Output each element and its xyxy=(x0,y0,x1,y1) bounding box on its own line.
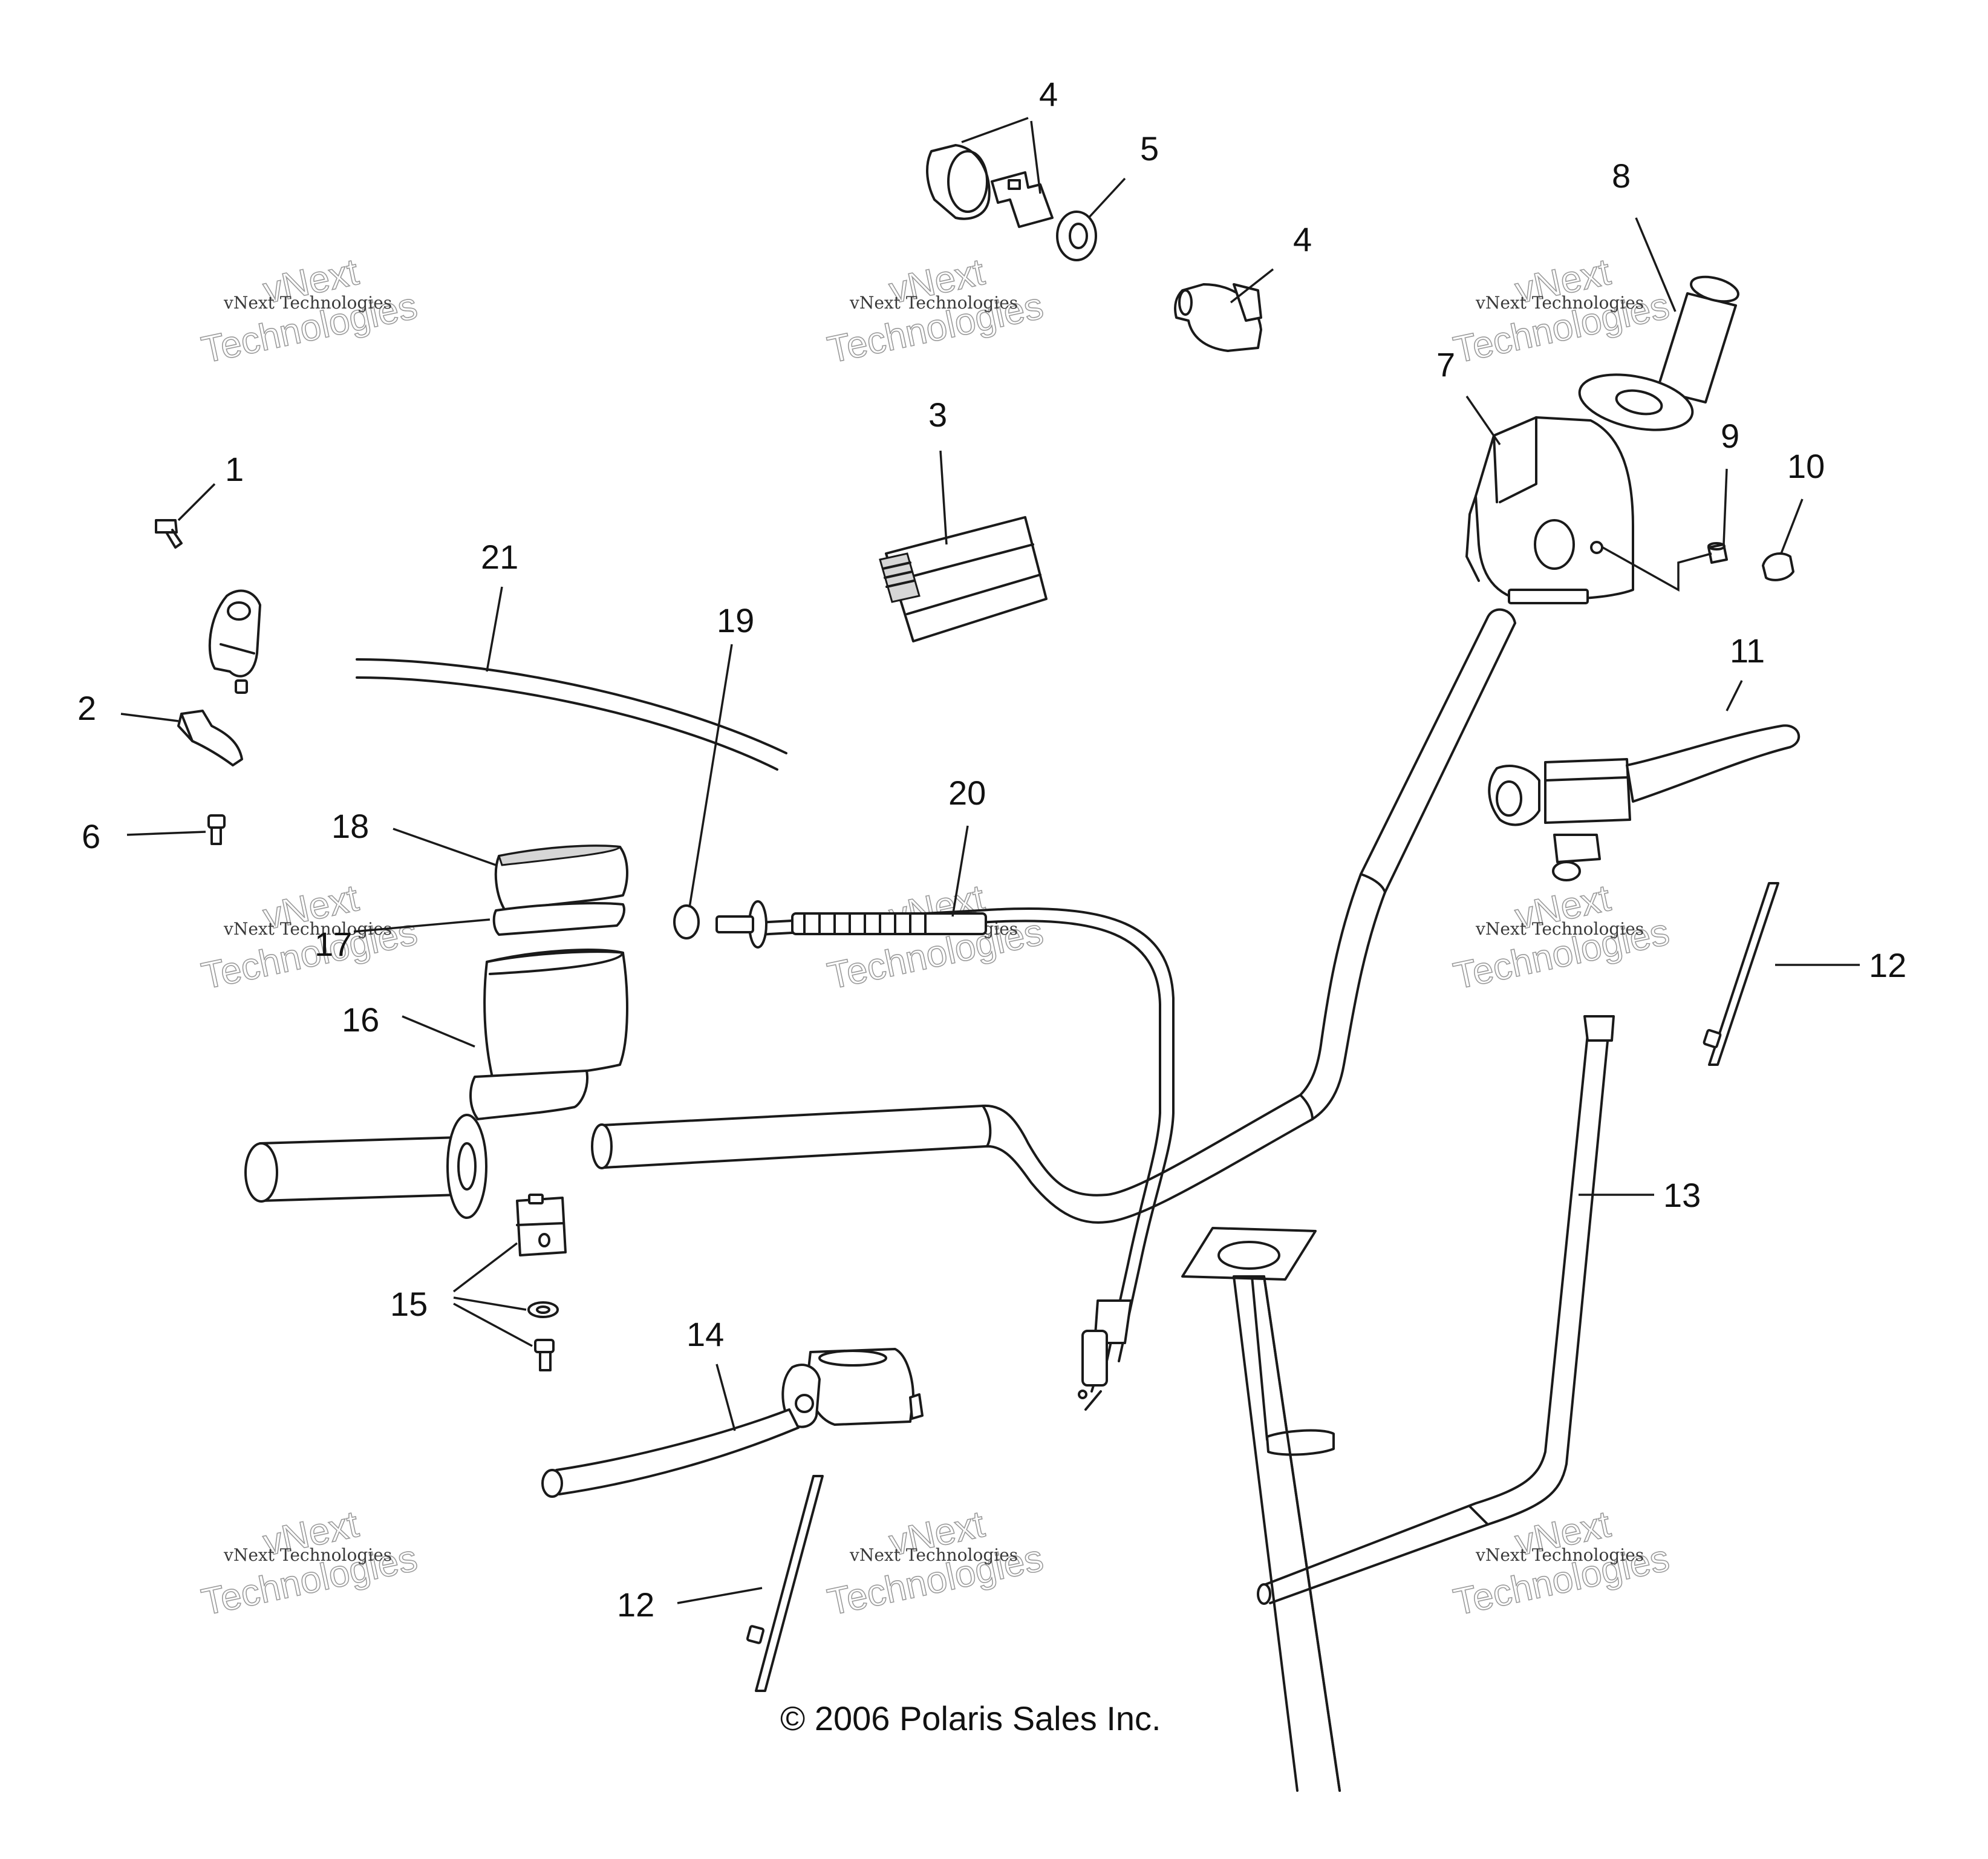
callout-17: 17 xyxy=(314,925,352,963)
part-5-nut xyxy=(1056,211,1097,261)
callout-19: 19 xyxy=(717,601,754,639)
watermark-text: vNext Technologies xyxy=(223,919,392,939)
callout-11: 11 xyxy=(1730,632,1765,670)
callout-20: 20 xyxy=(948,774,986,812)
part-14-brake-lever xyxy=(541,1348,924,1498)
callout-12-right: 12 xyxy=(1869,946,1906,984)
handlebar xyxy=(591,608,1516,1224)
callout-21: 21 xyxy=(481,538,518,576)
callout-15: 15 xyxy=(390,1285,428,1323)
callout-3: 3 xyxy=(928,396,947,434)
part-18-reservoir-cap xyxy=(494,845,628,912)
callout-1: 1 xyxy=(225,450,244,488)
part-11-lever xyxy=(1488,724,1801,881)
part-2-bracket xyxy=(177,710,243,766)
callout-5: 5 xyxy=(1140,129,1159,168)
part-12-cable-tie-right xyxy=(1703,882,1779,1066)
callout-14: 14 xyxy=(686,1315,724,1353)
cable-21 xyxy=(356,658,787,771)
part-1-screw xyxy=(155,519,183,549)
watermark-text: vNext Technologies xyxy=(1475,293,1644,313)
cable-13 xyxy=(1257,1015,1615,1605)
part-17-diaphragm xyxy=(492,902,625,936)
callout-8: 8 xyxy=(1612,157,1631,195)
copyright-notice: © 2006 Polaris Sales Inc. xyxy=(780,1699,1161,1737)
watermark-text: vNext Technologies xyxy=(223,293,392,313)
leader-lines xyxy=(120,117,1860,1604)
part-8-right-grip xyxy=(1578,275,1739,431)
part-16-reservoir xyxy=(469,949,628,1120)
callout-18: 18 xyxy=(331,807,369,845)
watermark-text: vNext Technologies xyxy=(1475,919,1644,939)
callout-12-left: 12 xyxy=(617,1586,654,1624)
part-10-cap xyxy=(1762,552,1794,581)
callout-13: 13 xyxy=(1663,1176,1701,1214)
callout-6: 6 xyxy=(82,817,100,855)
watermark-text: vNext Technologies xyxy=(849,293,1018,313)
watermark-text: vNext Technologies xyxy=(223,1545,392,1565)
part-19-o-ring xyxy=(673,904,700,939)
callout-9: 9 xyxy=(1721,417,1739,455)
watermark-mid-right: Technologies vNext vNext Technologies xyxy=(1450,877,1674,998)
part-7-throttle-housing xyxy=(1465,416,1634,604)
part-15-clamp-block xyxy=(516,1194,567,1371)
part-4-key xyxy=(991,171,1054,228)
part-6-screw xyxy=(207,814,226,845)
callout-4-upper: 4 xyxy=(1039,75,1058,113)
callout-16: 16 xyxy=(342,1001,379,1039)
part-4-ignition-switch xyxy=(926,144,991,220)
part-clamp xyxy=(208,589,261,694)
watermark-top-left: Technologies vNext vNext Technologies xyxy=(198,250,422,371)
callout-4-lower: 4 xyxy=(1293,220,1312,258)
watermark-bottom-left: Technologies vNext vNext Technologies xyxy=(198,1503,422,1624)
watermark-text: vNext Technologies xyxy=(849,1545,1018,1565)
part-4-switch-lower xyxy=(1174,283,1262,352)
throttle-cable xyxy=(715,900,1175,1411)
part-3-switch xyxy=(879,516,1048,642)
callout-2: 2 xyxy=(77,689,96,727)
steering-post xyxy=(1181,1227,1341,1792)
watermark-mid-left: Technologies vNext vNext Technologies xyxy=(198,877,422,998)
watermark-text: vNext Technologies xyxy=(1475,1545,1644,1565)
callouts: 1 2 3 4 4 5 6 7 8 9 10 11 12 12 13 14 15… xyxy=(77,75,1906,1624)
part-12-cable-tie-left xyxy=(746,1475,824,1692)
callout-10: 10 xyxy=(1787,447,1825,485)
callout-7: 7 xyxy=(1436,345,1455,384)
part-9-set-screw xyxy=(1707,542,1728,564)
watermark-top-center: Technologies vNext vNext Technologies xyxy=(824,250,1048,371)
left-grip xyxy=(244,1114,487,1219)
watermark-top-right: Technologies vNext vNext Technologies xyxy=(1450,250,1674,371)
watermark-bottom-center: Technologies vNext vNext Technologies xyxy=(824,1503,1048,1624)
